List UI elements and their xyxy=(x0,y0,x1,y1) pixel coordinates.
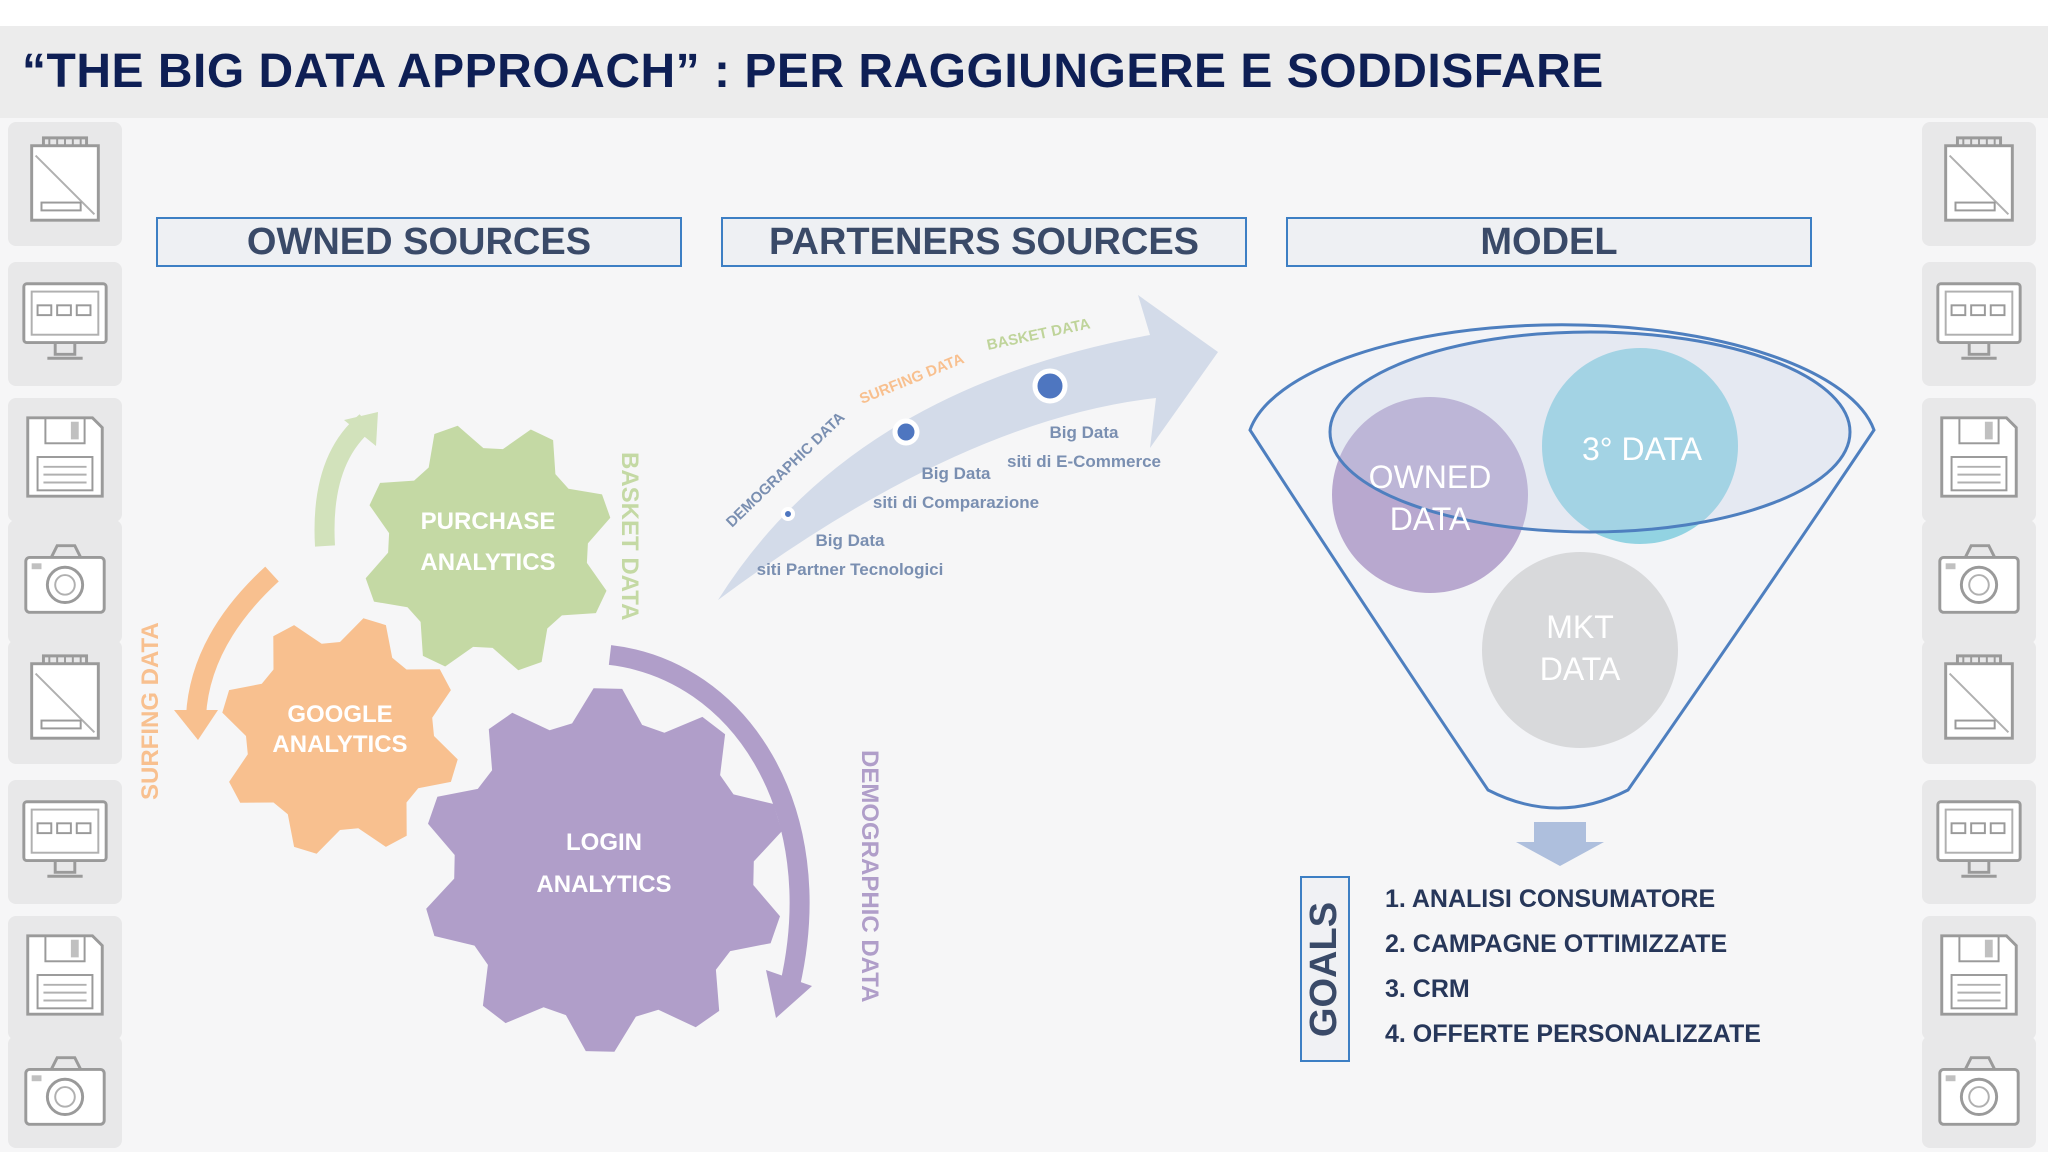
goal-item: 2. CAMPAGNE OTTIMIZZATE xyxy=(1385,930,1728,958)
partner-point-3 xyxy=(1032,368,1068,404)
owned-data-label-1: OWNED xyxy=(1369,459,1492,495)
floppy-disk-icon xyxy=(1922,398,2036,522)
floppy-disk-icon xyxy=(8,398,122,522)
mkt-data-label-2: DATA xyxy=(1540,651,1621,687)
memory-card-icon xyxy=(8,640,122,764)
model-funnel: OWNED DATA 3° DATA MKT DATA xyxy=(1248,323,1876,866)
purchase-gear xyxy=(365,425,611,671)
green-arrowhead xyxy=(344,412,378,446)
point-2-line-2: siti di Comparazione xyxy=(873,493,1039,512)
memory-card-icon xyxy=(1922,640,2036,764)
camera-icon xyxy=(8,520,122,644)
page-title: “THE BIG DATA APPROACH” : PER RAGGIUNGER… xyxy=(22,45,1604,98)
goals-label: GOALS xyxy=(1303,901,1346,1037)
gear-cluster: PURCHASE ANALYTICS GOOGLE ANALYTICS LOGI… xyxy=(137,425,883,1052)
point-2-line-1: Big Data xyxy=(922,464,992,483)
partners-sources-header: PARTENERS SOURCES xyxy=(721,217,1247,267)
point-1-line-1: Big Data xyxy=(816,531,886,550)
camera-icon xyxy=(1922,1036,2036,1148)
model-header: MODEL xyxy=(1286,217,1812,267)
google-gear-label-2: ANALYTICS xyxy=(272,731,407,758)
memory-card-icon xyxy=(1922,122,2036,246)
third-data-circle xyxy=(1542,348,1738,544)
purchase-gear-label-2: ANALYTICS xyxy=(420,549,555,576)
surfing-data-label: SURFING DATA xyxy=(137,622,164,800)
monitor-icon xyxy=(1922,262,2036,386)
partner-point-2 xyxy=(892,418,920,446)
goals-label-box: GOALS xyxy=(1300,876,1350,1062)
goal-item: 1. ANALISI CONSUMATORE xyxy=(1385,885,1716,913)
sweeping-arrow-shape xyxy=(718,295,1218,600)
left-icon-column xyxy=(8,122,122,1148)
top-strip xyxy=(0,0,2048,26)
login-gear-label-1: LOGIN xyxy=(566,829,642,856)
partners-arrow: DEMOGRAPHIC DATA SURFING DATA BASKET DAT… xyxy=(718,295,1218,600)
partner-point-1 xyxy=(781,507,795,521)
cycle-arrows xyxy=(174,412,812,1018)
camera-icon xyxy=(8,1036,122,1148)
goal-item: 4. OFFERTE PERSONALIZZATE xyxy=(1385,1020,1761,1048)
point-3-line-2: siti di E-Commerce xyxy=(1007,452,1161,471)
camera-icon xyxy=(1922,520,2036,644)
monitor-icon xyxy=(8,780,122,904)
owned-data-circle xyxy=(1332,397,1528,593)
funnel-inner-ellipse xyxy=(1328,330,1852,534)
purchase-gear-label-1: PURCHASE xyxy=(421,508,556,535)
down-arrow-icon xyxy=(1516,822,1604,866)
goal-item: 3. CRM xyxy=(1385,975,1470,1003)
right-icon-column xyxy=(1922,122,2036,1148)
demographic-data-label: DEMOGRAPHIC DATA xyxy=(856,750,883,1002)
purple-arrowhead xyxy=(766,970,812,1018)
floppy-disk-icon xyxy=(1922,916,2036,1040)
owned-data-label-2: DATA xyxy=(1390,501,1471,537)
login-gear xyxy=(426,688,782,1052)
memory-card-icon xyxy=(8,122,122,246)
google-gear xyxy=(222,618,458,854)
point-1-line-2: siti Partner Tecnologici xyxy=(757,560,944,579)
basket-data-label: BASKET DATA xyxy=(616,452,643,620)
owned-sources-header: OWNED SOURCES xyxy=(156,217,682,267)
monitor-icon xyxy=(1922,780,2036,904)
orange-arrowhead xyxy=(174,710,218,740)
title-bar xyxy=(0,26,2048,118)
arrow-basket-label: BASKET DATA xyxy=(985,315,1092,354)
login-gear-label-2: ANALYTICS xyxy=(536,871,671,898)
monitor-icon xyxy=(8,262,122,386)
third-data-label: 3° DATA xyxy=(1582,431,1703,467)
floppy-disk-icon xyxy=(8,916,122,1040)
mkt-data-label-1: MKT xyxy=(1546,609,1614,645)
mkt-data-circle xyxy=(1482,552,1678,748)
goals-list: 1. ANALISI CONSUMATORE 2. CAMPAGNE OTTIM… xyxy=(1385,880,1761,1060)
point-3-line-1: Big Data xyxy=(1050,423,1120,442)
google-gear-label-1: GOOGLE xyxy=(287,701,392,728)
